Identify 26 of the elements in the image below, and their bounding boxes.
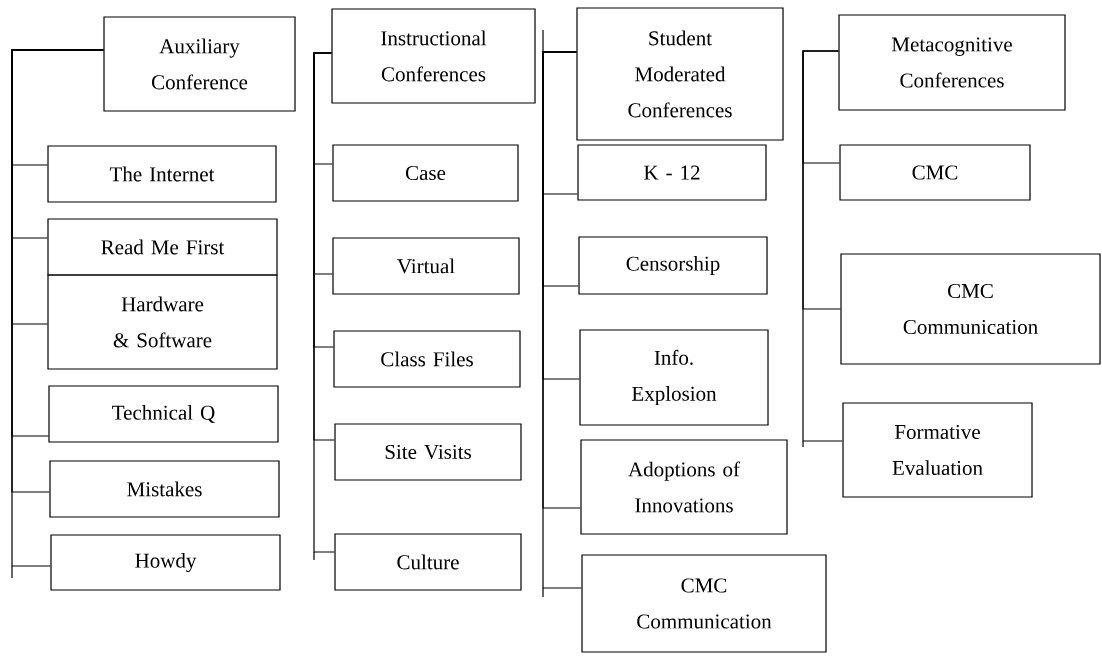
topic-box: Culture: [334, 533, 522, 591]
topic-box: Censorship: [578, 236, 768, 295]
topic-box: Case: [332, 144, 519, 202]
connector-line: [313, 52, 335, 553]
topic-box: Read Me First: [47, 218, 278, 276]
topic-box: Howdy: [50, 534, 281, 591]
topic-box: Metacognitive Conferences: [838, 14, 1066, 111]
connector-line: [802, 50, 843, 442]
topic-box: Site Visits: [334, 423, 522, 481]
topic-box: Hardware & Software: [47, 274, 278, 370]
topic-box: Info. Explosion: [579, 329, 769, 426]
topic-box: Instructional Conferences: [331, 8, 536, 104]
topic-box: CMC Communication: [840, 253, 1101, 365]
topic-box: Technical Q: [48, 385, 279, 443]
topic-box: Auxiliary Conference: [103, 16, 296, 112]
topic-box: Mistakes: [49, 460, 280, 518]
topic-box: Class Files: [333, 330, 521, 388]
topic-box: CMC Communication: [581, 554, 827, 653]
topic-box: Adoptions of Innovations: [580, 439, 788, 535]
topic-box: K - 12: [577, 144, 767, 201]
topic-box: The Internet: [47, 145, 277, 203]
topic-box: Student Moderated Conferences: [576, 7, 784, 141]
topic-box: CMC: [839, 144, 1031, 201]
topic-box: Virtual: [332, 237, 520, 295]
topic-box: Formative Evaluation: [842, 402, 1033, 498]
connector-line: [542, 51, 582, 589]
